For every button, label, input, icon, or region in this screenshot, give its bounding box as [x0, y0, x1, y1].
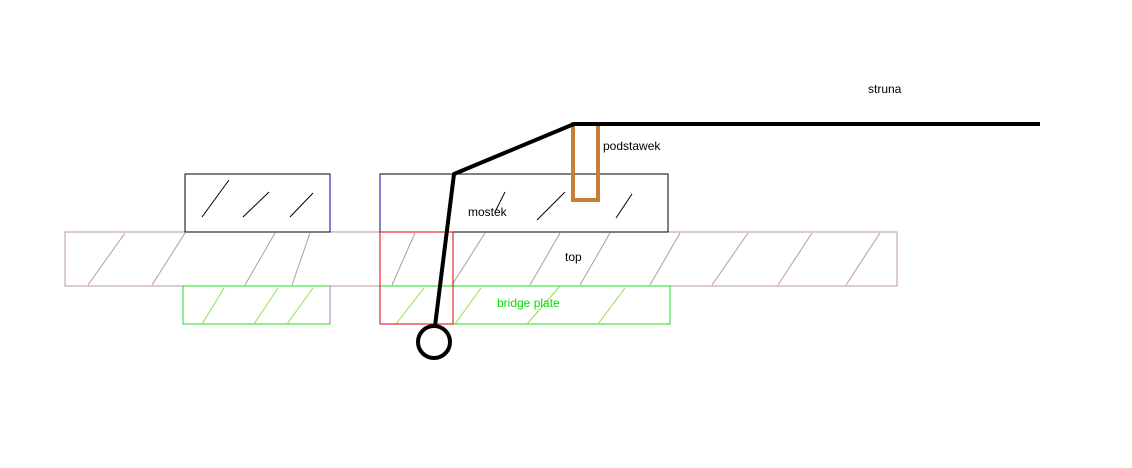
- hatch-line: [151, 232, 186, 286]
- label-string: struna: [868, 82, 902, 96]
- label-saddle: podstawek: [603, 139, 661, 153]
- top-plate: [64, 231, 898, 287]
- label-bridge-plate: bridge plate: [497, 296, 560, 310]
- hatch-line: [244, 232, 276, 286]
- saddle: [571, 122, 600, 202]
- hatch-line: [579, 232, 611, 286]
- hatch-line: [649, 232, 681, 286]
- bridge-pin-hole: [379, 231, 454, 325]
- hatch-line: [529, 232, 561, 286]
- label-bridge: mostek: [468, 205, 508, 219]
- bridge-plate-right: [379, 285, 671, 325]
- ball-end: [416, 324, 452, 360]
- hatch-line: [777, 232, 813, 286]
- label-top: top: [565, 250, 582, 264]
- bridge-right: [379, 173, 669, 233]
- hatch-line: [845, 232, 881, 286]
- hatch-line: [391, 232, 416, 286]
- string: [433, 122, 1040, 327]
- bridge-plate-left: [182, 285, 331, 325]
- hatch-line: [291, 232, 311, 286]
- hatch-line: [451, 232, 486, 286]
- bridge-left: [184, 173, 331, 233]
- hatch-line: [87, 232, 126, 286]
- hatch-line: [711, 232, 749, 286]
